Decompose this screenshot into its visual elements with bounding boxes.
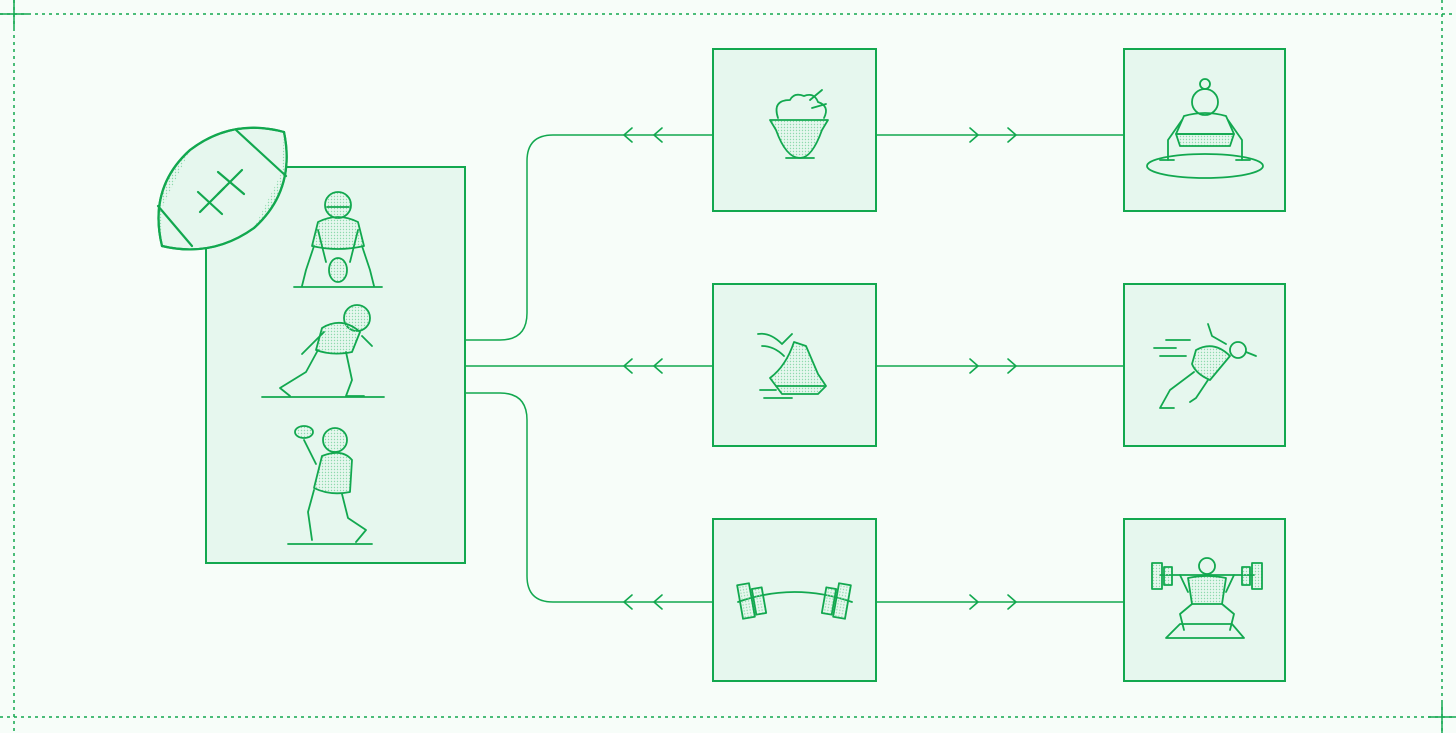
football-players-node (156, 126, 466, 564)
barbell-icon (736, 582, 853, 620)
arrow-left-icon (623, 358, 663, 374)
football-quarterback-icon (287, 425, 373, 545)
arrow-left-icon (623, 594, 663, 610)
football-center-icon (293, 191, 383, 288)
arrow-left-icon (623, 127, 663, 143)
edge-rice-bowl-to-football (466, 134, 713, 341)
barbell-node (712, 518, 877, 682)
weightlifter-node (1123, 518, 1286, 682)
arrow-right-icon (969, 594, 1017, 610)
football-icon (156, 126, 288, 251)
arrow-right-icon (969, 358, 1017, 374)
arrow-right-icon (969, 127, 1017, 143)
sumo-wrestler-node (1123, 48, 1286, 212)
sprinter-icon (1153, 323, 1257, 409)
running-shoe-icon (757, 332, 827, 399)
rice-bowl-node (712, 48, 877, 212)
sumo-wrestler-icon (1146, 78, 1264, 179)
rice-bowl-icon (769, 89, 829, 159)
sprinter-node (1123, 283, 1286, 447)
weightlifter-icon (1151, 557, 1263, 639)
edge-barbell-to-football (466, 392, 713, 603)
football-lineman-icon (261, 304, 385, 398)
running-shoe-node (712, 283, 877, 447)
